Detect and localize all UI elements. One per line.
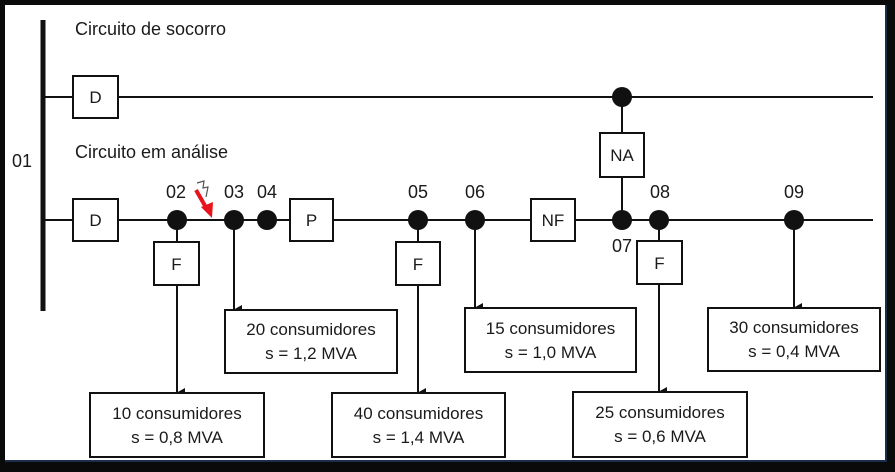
node-09-label: 09	[784, 182, 804, 202]
load-box-02: 10 consumidores s = 0,8 MVA	[89, 392, 265, 458]
node-06-label: 06	[465, 182, 485, 202]
load-box-08: 25 consumidores s = 0,6 MVA	[572, 391, 748, 458]
node-07-label: 07	[612, 236, 632, 256]
load-08-power: s = 0,6 MVA	[614, 427, 706, 446]
fuse-f-08	[636, 240, 683, 285]
load-box-06: 15 consumidores s = 1,0 MVA	[464, 307, 637, 373]
fuse-f-05-label: F	[413, 255, 423, 274]
fuse-f-02	[153, 241, 200, 286]
node-07	[612, 210, 632, 230]
switch-na	[599, 132, 645, 178]
single-line-diagram: Circuito de socorro Circuito em análise …	[12, 19, 881, 458]
load-05-consumers: 40 consumidores	[354, 404, 483, 423]
diagram-canvas: Circuito de socorro Circuito em análise …	[5, 5, 887, 462]
breaker-d-socorro-label: D	[89, 88, 101, 107]
switch-nf-label: NF	[542, 211, 565, 230]
load-05-power: s = 1,4 MVA	[373, 428, 465, 447]
fuse-f-02-label: F	[171, 255, 181, 274]
load-02-power: s = 0,8 MVA	[131, 428, 223, 447]
load-06-consumers: 15 consumidores	[486, 319, 615, 338]
fault-arrow-head	[201, 202, 213, 218]
bus-label-01: 01	[12, 151, 32, 171]
node-04-label: 04	[257, 182, 277, 202]
load-03-consumers: 20 consumidores	[246, 320, 375, 339]
switch-na-label: NA	[610, 146, 634, 165]
protector-p-label: P	[306, 211, 317, 230]
title-circuito-analise: Circuito em análise	[75, 142, 228, 162]
node-05-label: 05	[408, 182, 428, 202]
fault-marker-icon	[194, 180, 213, 218]
load-box-03: 20 consumidores s = 1,2 MVA	[224, 309, 398, 374]
load-box-09: 30 consumidores s = 0,4 MVA	[707, 307, 881, 372]
load-03-power: s = 1,2 MVA	[265, 344, 357, 363]
load-02-consumers: 10 consumidores	[112, 404, 241, 423]
node-02-label: 02	[166, 182, 186, 202]
load-09-power: s = 0,4 MVA	[748, 342, 840, 361]
node-03-label: 03	[224, 182, 244, 202]
load-09-consumers: 30 consumidores	[729, 318, 858, 337]
load-box-05: 40 consumidores s = 1,4 MVA	[331, 392, 506, 458]
node-04	[257, 210, 277, 230]
load-06-power: s = 1,0 MVA	[505, 343, 597, 362]
fuse-f-08-label: F	[654, 254, 664, 273]
breaker-d-analise	[72, 198, 119, 242]
breaker-d-analise-label: D	[89, 211, 101, 230]
node-08-label: 08	[650, 182, 670, 202]
title-circuito-socorro: Circuito de socorro	[75, 19, 226, 39]
load-08-consumers: 25 consumidores	[595, 403, 724, 422]
